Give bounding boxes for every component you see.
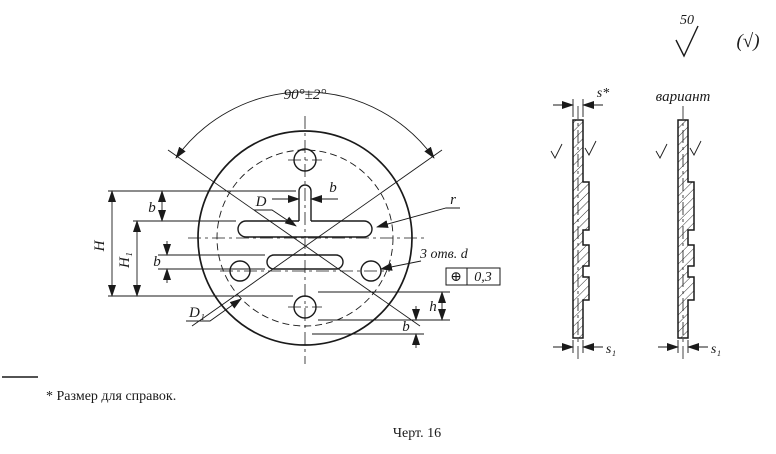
- section-profile: [572, 119, 590, 339]
- variant-label: вариант: [656, 89, 711, 105]
- angle-label: 90°±2°: [284, 87, 327, 103]
- dim-s1-label: s₁: [711, 342, 721, 357]
- leader-D: [254, 209, 297, 227]
- roughness-mark-icon: [584, 140, 597, 156]
- leader-holes-note: [380, 260, 422, 271]
- dimensions: 90°±2° b D r H H₁ b b D₁: [92, 87, 501, 348]
- slot-vertical: [298, 184, 312, 221]
- diagonal-line-left: [167, 149, 421, 327]
- dim-s-label: s*: [597, 86, 609, 101]
- dim-b-right-label: b: [402, 319, 410, 335]
- tolerance-value: 0,3: [474, 270, 492, 285]
- angle-dimension-arc: [175, 91, 435, 159]
- leader-r: [376, 207, 460, 228]
- slot-lower: [266, 254, 344, 270]
- finish-value: 50: [680, 13, 694, 28]
- dim-D1-label: D₁: [188, 305, 205, 321]
- front-view: [167, 116, 443, 364]
- hole-right: [360, 260, 382, 282]
- hole-left: [229, 260, 251, 282]
- roughness-mark-icon: [689, 140, 702, 156]
- dim-H-label: H: [92, 239, 108, 252]
- dim-b-top-label: b: [329, 180, 337, 196]
- leader-D1: [186, 298, 242, 322]
- tolerance-symbol position-tolerance-icon: ⊕: [450, 270, 462, 285]
- diagonal-line-right: [191, 149, 443, 327]
- dim-D-label: D: [255, 194, 267, 210]
- hole-bottom: [293, 295, 317, 319]
- dim-b-left-upper-label: b: [148, 200, 156, 216]
- slot-main: [237, 220, 373, 238]
- roughness-mark-icon: [550, 143, 563, 159]
- dim-s1-label: s₁: [606, 342, 616, 357]
- surface-finish-block: 50 (√): [675, 13, 760, 58]
- finish-alt-mark: (√): [736, 31, 759, 52]
- pitch-circle-dashed: [216, 149, 394, 327]
- tolerance-frame: [445, 267, 501, 286]
- dim-r-label: r: [450, 192, 456, 208]
- dim-H1-label: H₁: [117, 252, 133, 269]
- section-view-variant: вариант s₁: [655, 89, 721, 360]
- section-profile: [677, 119, 695, 339]
- holes-note-label: 3 отв. d: [419, 247, 469, 262]
- footnote-text: * Размер для справок.: [46, 389, 176, 404]
- outer-circle: [197, 130, 413, 346]
- finish-check-icon: [675, 25, 699, 58]
- roughness-mark-icon: [655, 143, 668, 159]
- dim-h-label: h: [429, 299, 437, 315]
- annotations: * Размер для справок. Черт. 16: [2, 376, 441, 441]
- figure-caption: Черт. 16: [393, 426, 441, 441]
- dim-b-left-lower-label: b: [153, 254, 161, 270]
- section-view-primary: s* s₁: [550, 86, 616, 360]
